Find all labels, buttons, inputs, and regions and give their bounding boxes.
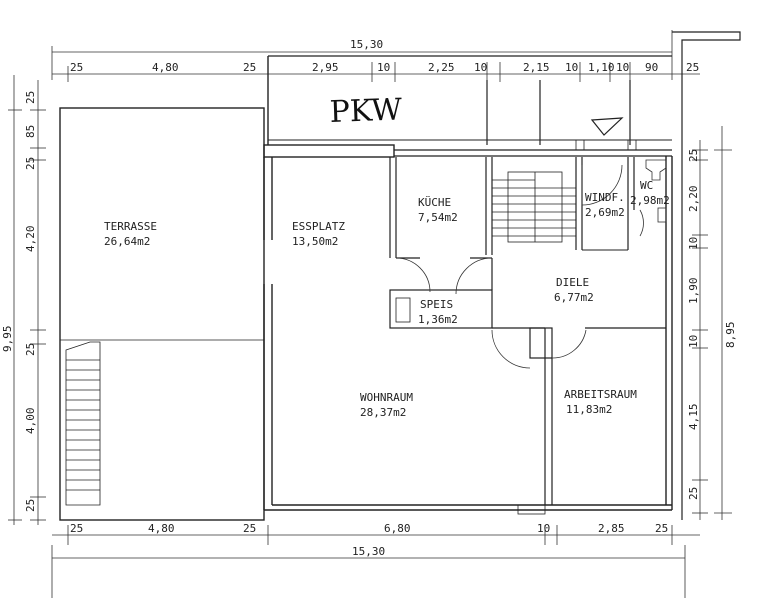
dim-bottom-2: 25 (243, 522, 256, 535)
dim-left-0: 25 (24, 91, 37, 104)
dim-top-6: 10 (474, 61, 487, 74)
parking-label: PKW (329, 92, 403, 130)
dim-right-1: 2,20 (687, 186, 700, 213)
door-swings (395, 164, 644, 369)
dim-top-3: 2,95 (312, 61, 339, 74)
dim-left-3: 4,20 (24, 226, 37, 253)
dimension-lines (8, 30, 732, 598)
room-area-wohnraum: 28,37m2 (360, 406, 406, 419)
room-name-arbeitsraum: ARBEITSRAUM (564, 388, 637, 401)
room-area-terrasse: 26,64m2 (104, 235, 150, 248)
dim-left-5: 4,00 (24, 408, 37, 435)
room-name-essplatz: ESSPLATZ (292, 220, 345, 233)
dim-bottom-6: 25 (655, 522, 668, 535)
room-name-speis: SPEIS (420, 298, 453, 311)
dim-bottom-4: 10 (537, 522, 550, 535)
dim-top-7: 2,15 (523, 61, 550, 74)
dim-top-11: 90 (645, 61, 658, 74)
dimension-texts: 15,30 25 4,80 25 2,95 10 2,25 10 2,15 10… (1, 38, 737, 558)
dim-top-2: 25 (243, 61, 256, 74)
dim-right-4: 10 (687, 335, 700, 348)
dim-top-0: 25 (70, 61, 83, 74)
room-name-diele: DIELE (556, 276, 589, 289)
room-name-terrasse: TERRASSE (104, 220, 157, 233)
room-area-essplatz: 13,50m2 (292, 235, 338, 248)
stairs-terrace (65, 341, 101, 506)
room-area-windf: 2,69m2 (585, 206, 625, 219)
dim-top-5: 2,25 (428, 61, 455, 74)
dim-right-3: 1,90 (687, 278, 700, 305)
dim-right-2: 10 (687, 237, 700, 250)
room-name-wohnraum: WOHNRAUM (360, 391, 413, 404)
dim-right-0: 25 (687, 149, 700, 162)
walls (59, 31, 741, 521)
dim-left-6: 25 (24, 499, 37, 512)
dim-bottom-1: 4,80 (148, 522, 175, 535)
dim-top-9: 1,10 (588, 61, 615, 74)
dim-bottom-total: 15,30 (352, 545, 385, 558)
dim-top-total: 15,30 (350, 38, 383, 51)
dim-bottom-5: 2,85 (598, 522, 625, 535)
dim-left-4: 25 (24, 343, 37, 356)
dim-left-total: 9,95 (1, 326, 14, 353)
room-area-wc: 2,98m2 (630, 194, 670, 207)
room-name-windf: WINDF. (585, 191, 625, 204)
dim-bottom-3: 6,80 (384, 522, 411, 535)
dim-right-5: 4,15 (687, 404, 700, 431)
dim-top-8: 10 (565, 61, 578, 74)
wc-fixture-icon (645, 159, 667, 223)
dim-right-6: 25 (687, 487, 700, 500)
dim-left-2: 25 (24, 157, 37, 170)
room-name-wc: WC (640, 179, 653, 192)
room-area-speis: 1,36m2 (418, 313, 458, 326)
dim-top-10: 10 (616, 61, 629, 74)
dim-top-4: 10 (377, 61, 390, 74)
dim-right-total: 8,95 (724, 322, 737, 349)
room-area-kueche: 7,54m2 (418, 211, 458, 224)
room-labels: TERRASSE 26,64m2 ESSPLATZ 13,50m2 KÜCHE … (104, 179, 670, 419)
stairs-indoor (492, 171, 576, 243)
dim-top-12: 25 (686, 61, 699, 74)
entry-triangle-icon (590, 117, 624, 136)
room-name-kueche: KÜCHE (418, 196, 451, 209)
dim-top-1: 4,80 (152, 61, 179, 74)
dim-bottom-0: 25 (70, 522, 83, 535)
room-area-diele: 6,77m2 (554, 291, 594, 304)
dim-left-1: 85 (24, 125, 37, 138)
room-area-arbeitsraum: 11,83m2 (566, 403, 612, 416)
